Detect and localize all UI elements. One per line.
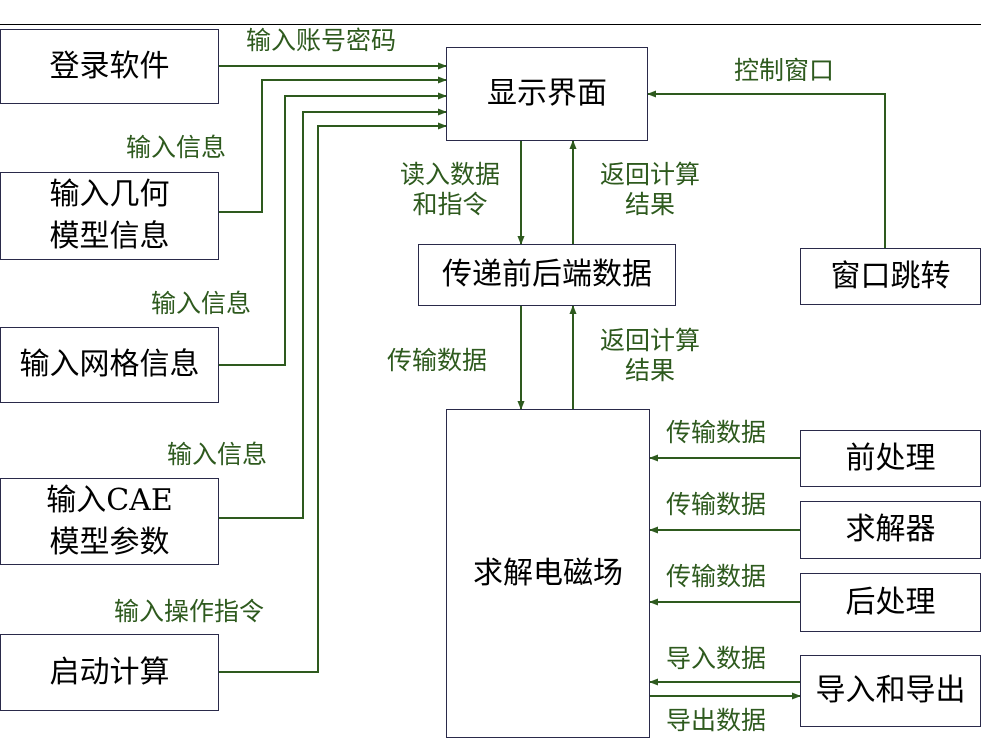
top-border-line [0,24,981,25]
return-result-bottom-line1: 返回计算 [599,326,700,355]
start-compute-box: 启动计算 [0,634,219,711]
solver-main-box: 求解电磁场 [446,409,650,738]
import-export-box: 导入和导出 [800,655,981,727]
cae-label-line2: 模型参数 [49,524,170,560]
transfer-label: 传递前后端数据 [442,257,652,292]
transfer-box: 传递前后端数据 [418,244,676,306]
transmit-label-postprocess: 传输数据 [666,562,767,591]
export-data-label: 导出数据 [666,706,767,735]
window-jump-box: 窗口跳转 [800,248,981,305]
window-jump-label: 窗口跳转 [830,258,951,294]
cae-label-line1: 输入CAE [46,482,173,518]
solver-box: 求解器 [800,501,981,559]
control-window-label: 控制窗口 [734,56,835,85]
postprocess-label: 后处理 [845,584,936,620]
return-result-top-line1: 返回计算 [599,160,700,189]
postprocess-box: 后处理 [800,573,981,632]
arrow-geometry-to-display [219,76,447,213]
display-box: 显示界面 [446,47,648,141]
display-label: 显示界面 [487,76,607,111]
info-label-cae: 输入信息 [167,440,268,469]
mesh-input-box: 输入网格信息 [0,327,219,403]
read-data-line1: 读入数据 [399,160,500,189]
return-result-top-line2: 结果 [624,190,675,219]
transmit-data-label-center: 传输数据 [387,346,488,375]
cae-param-box: 输入CAE 模型参数 [0,478,219,565]
login-label: 登录软件 [49,48,170,84]
arrow-mesh-to-display [219,92,447,366]
solver-label: 求解器 [845,512,936,547]
return-result-label-top: 返回计算 结果 [585,160,715,220]
operate-command-label: 输入操作指令 [114,597,265,626]
transmit-label-preprocess: 传输数据 [666,418,767,447]
preprocess-box: 前处理 [800,430,981,487]
read-data-line2: 和指令 [412,190,488,219]
geometry-label-line1: 输入几何 [49,177,170,212]
mesh-label: 输入网格信息 [19,347,200,382]
return-result-bottom-line2: 结果 [624,356,675,385]
start-label: 启动计算 [49,654,170,690]
solver-main-label: 求解电磁场 [473,555,623,591]
arrow-window-to-display [647,90,886,248]
import-data-label: 导入数据 [666,644,767,673]
arrow-start-to-display [219,122,447,673]
login-box: 登录软件 [0,29,219,104]
account-password-label: 输入账号密码 [246,26,397,55]
read-data-label: 读入数据 和指令 [385,160,515,220]
transmit-label-solver: 传输数据 [666,490,767,519]
geometry-label-line2: 模型信息 [49,219,170,254]
preprocess-label: 前处理 [845,440,936,476]
import-export-label: 导入和导出 [815,673,966,708]
return-result-label-bottom: 返回计算 结果 [585,326,715,386]
arrow-cae-to-display [219,108,447,519]
geometry-input-box: 输入几何 模型信息 [0,172,219,260]
info-label-mesh: 输入信息 [151,289,252,318]
info-label-geometry: 输入信息 [126,133,227,162]
